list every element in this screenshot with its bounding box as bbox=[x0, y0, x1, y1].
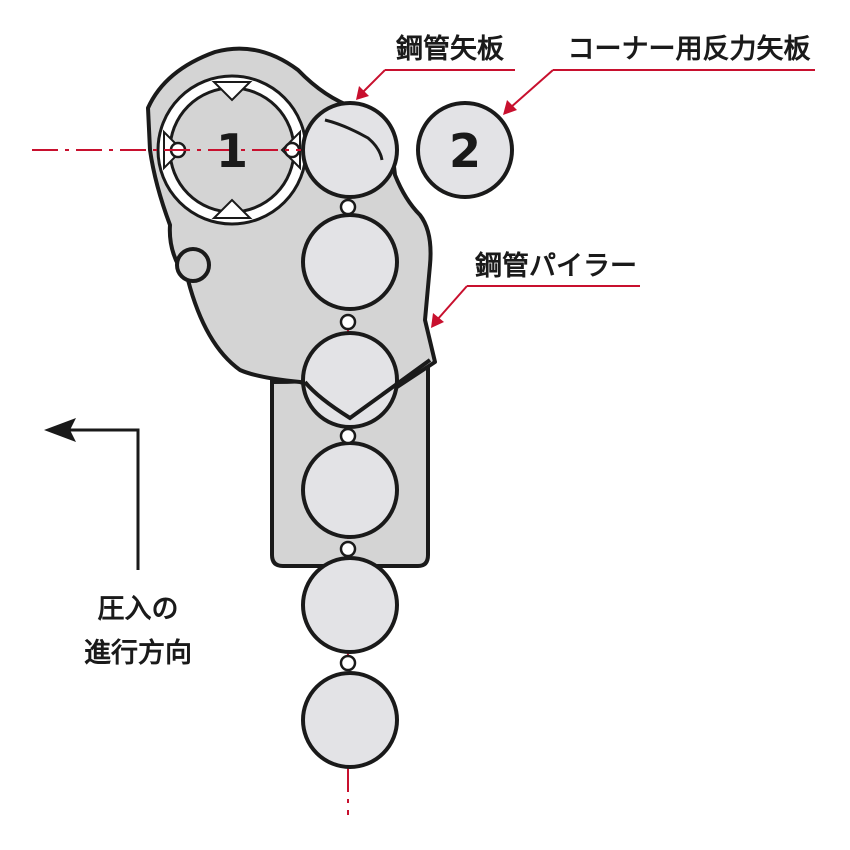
column-pile bbox=[301, 556, 399, 654]
pile-joint bbox=[339, 654, 357, 672]
press-in-direction-arrow bbox=[44, 418, 140, 570]
leader-corner-pile-arrow bbox=[503, 100, 517, 115]
steel-pipe-pile-column bbox=[301, 101, 399, 769]
label-pipe-piler: 鋼管パイラー bbox=[475, 251, 637, 282]
label-corner-reaction-pile: コーナー用反力矢板 bbox=[568, 33, 811, 65]
direction-arrowhead bbox=[44, 418, 76, 442]
machine-small-port bbox=[175, 247, 211, 283]
label-direction-line2: 進行方向 bbox=[84, 637, 192, 669]
pile-joint bbox=[339, 427, 357, 445]
corner-reaction-pile bbox=[416, 101, 514, 199]
label-steel-sheet-pile: 鋼管矢板 bbox=[396, 33, 504, 65]
column-pile bbox=[301, 671, 399, 769]
pile-joint bbox=[339, 198, 357, 216]
steel-sheet-pile bbox=[301, 101, 399, 199]
leader-steel-sheet-pile-diag bbox=[361, 69, 386, 94]
machine-clamp-edge bbox=[324, 118, 384, 161]
direction-arrow-line bbox=[62, 428, 140, 570]
leader-pipe-piler-arrow bbox=[431, 313, 444, 328]
column-pile bbox=[301, 441, 399, 539]
pile-joint bbox=[339, 540, 357, 558]
chuck-arrow-bottom bbox=[211, 198, 253, 219]
column-pile bbox=[301, 213, 399, 311]
leader-lines bbox=[356, 69, 815, 328]
leader-steel-sheet-pile-arrow bbox=[356, 86, 369, 100]
pile-joint bbox=[339, 313, 357, 331]
label-direction-line1: 圧入の bbox=[98, 594, 179, 625]
leader-pipe-piler-diag bbox=[436, 285, 468, 321]
pile-number-1: 1 bbox=[216, 124, 248, 178]
chuck-arrow-top bbox=[211, 81, 253, 102]
column-pile bbox=[301, 331, 399, 429]
pile-number-2: 2 bbox=[449, 124, 481, 178]
machine-overlap-edge bbox=[303, 358, 432, 421]
leader-corner-pile-diag bbox=[509, 69, 554, 109]
